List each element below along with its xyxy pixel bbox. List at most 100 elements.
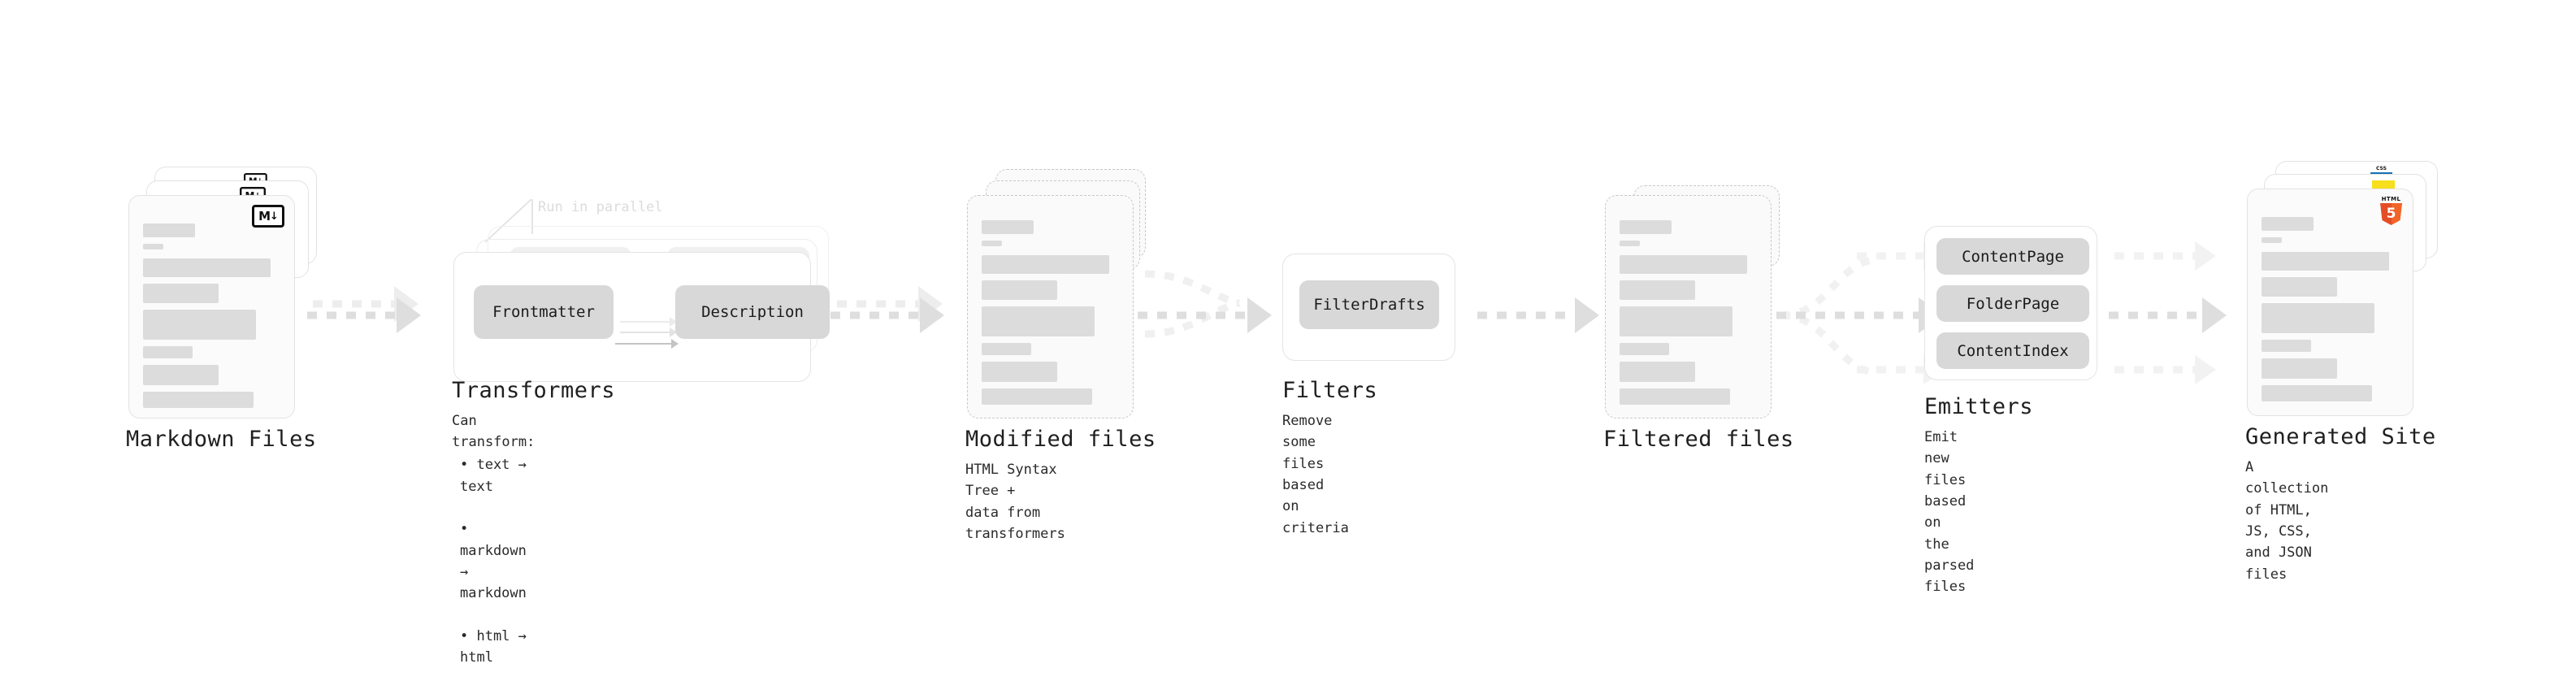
connector-arrow-markdown-to-transformers — [307, 297, 421, 333]
arrow-shaft — [307, 311, 397, 319]
generated-site-subtitle: A collection of HTML, JS, CSS, and JSON … — [2245, 459, 2329, 583]
md-arrow-down: ↓ — [270, 210, 279, 223]
pill-folder-page[interactable]: FolderPage — [1936, 285, 2089, 322]
content-bar — [143, 244, 163, 249]
arrow-head — [2202, 297, 2227, 333]
content-bar — [2262, 252, 2389, 271]
content-bar — [143, 392, 254, 408]
content-bar — [982, 388, 1092, 405]
arrow-shaft — [2114, 252, 2195, 260]
html5-icon: HTML 5 — [2379, 197, 2403, 225]
mini-arrow-frontmatter-to-description — [615, 338, 679, 349]
content-bar — [2262, 358, 2337, 379]
mini-arrow-head — [670, 317, 677, 327]
content-bar — [2262, 385, 2372, 401]
content-bar — [982, 220, 1034, 234]
content-bar — [982, 241, 1002, 246]
emitters-card[interactable]: ContentPage FolderPage ContentIndex — [1924, 226, 2097, 380]
content-bar — [2262, 217, 2314, 231]
connector-arrow-faintest — [2114, 241, 2216, 271]
content-bar — [982, 255, 1109, 274]
transformer-card[interactable]: Frontmatter Description — [453, 252, 830, 382]
content-bar — [2262, 340, 2311, 352]
modified-file-front — [967, 195, 1134, 419]
filters-subtitle: Remove some files based on criteria — [1282, 413, 1349, 536]
content-bar — [143, 223, 195, 237]
content-bar — [1620, 220, 1672, 234]
content-bar — [1620, 362, 1695, 382]
pill-filter-drafts[interactable]: FilterDrafts — [1299, 280, 1439, 329]
content-bar — [982, 362, 1057, 382]
content-bar — [1620, 306, 1733, 336]
generated-file-content — [2262, 217, 2400, 408]
pill-content-page[interactable]: ContentPage — [1936, 238, 2089, 275]
stage-title-transformers: Transformers — [452, 378, 616, 403]
arrow-shaft — [1857, 252, 1923, 260]
transformers-bullet-item: • text → text — [460, 457, 527, 495]
content-bar — [2262, 303, 2374, 333]
arrow-head — [920, 297, 944, 333]
stage-title-generated-site: Generated Site — [2245, 424, 2436, 449]
arrow-head — [1247, 297, 1272, 333]
html5-five: 5 — [2386, 206, 2396, 222]
arrow-head — [2195, 241, 2216, 271]
pill-description[interactable]: Description — [675, 285, 830, 339]
arrow-shaft — [837, 300, 918, 308]
filtered-file-content — [1620, 220, 1758, 411]
content-bar — [982, 280, 1057, 300]
stage-title-filtered-files: Filtered files — [1603, 427, 1794, 452]
arrow-shaft — [313, 300, 394, 308]
connector-arrow-filtered-to-emitters — [1776, 297, 1943, 333]
modified-file-content — [982, 220, 1120, 411]
mini-arrow-faint — [620, 316, 677, 327]
connector-arrow-filters-to-filtered — [1477, 297, 1599, 333]
filters-card[interactable]: FilterDrafts — [1282, 254, 1455, 361]
mini-arrow-shaft — [615, 343, 672, 345]
content-bar — [143, 284, 219, 303]
markdown-file-front: M↓ — [128, 195, 295, 419]
modified-files-subtitle: HTML Syntax Tree + data from transformer… — [965, 462, 1065, 543]
content-bar — [1620, 343, 1669, 355]
pill-content-index[interactable]: ContentIndex — [1936, 332, 2089, 369]
mini-arrow-faint — [620, 327, 677, 338]
content-bar — [143, 310, 256, 340]
content-bar — [982, 343, 1031, 355]
run-in-parallel-note: Run in parallel — [538, 199, 663, 215]
pill-frontmatter[interactable]: Frontmatter — [474, 285, 614, 339]
arrow-shaft — [2109, 311, 2202, 319]
content-bar — [2262, 277, 2337, 297]
emitters-subtitle: Emit new files based on the parsed files — [1924, 429, 1975, 596]
arrow-shaft — [2114, 366, 2195, 374]
content-bar — [143, 258, 271, 277]
content-bar — [143, 365, 219, 385]
stage-title-modified-files: Modified files — [965, 427, 1156, 452]
connector-arrow-faintest — [2114, 354, 2216, 385]
markdown-icon: M↓ — [252, 205, 284, 228]
arrow-shaft — [1776, 311, 1919, 319]
content-bar — [143, 346, 193, 358]
md-letter-m: M — [258, 208, 271, 223]
content-bar — [1620, 280, 1695, 300]
transformers-bullet-item: • html → html — [460, 628, 527, 666]
content-bar — [1620, 241, 1640, 246]
mini-arrow-shaft — [620, 332, 670, 333]
connector-arrow-modified-to-filters — [1138, 297, 1272, 333]
arrow-head — [2195, 355, 2216, 384]
connector-arrow-transformers-to-modified — [830, 297, 944, 333]
content-bar — [2262, 237, 2282, 243]
filtered-file-front — [1605, 195, 1772, 419]
arrow-head — [397, 297, 421, 333]
content-bar — [1620, 388, 1730, 405]
markdown-file-content — [143, 223, 281, 414]
stage-title-emitters: Emitters — [1924, 394, 2034, 419]
mini-arrow-head — [670, 327, 677, 337]
arrow-shaft — [830, 311, 920, 319]
generated-file-front: HTML 5 — [2247, 189, 2413, 416]
arrow-shaft — [1138, 311, 1247, 319]
css-label: CSS — [2376, 166, 2387, 171]
content-bar — [982, 306, 1095, 336]
stage-title-markdown-files: Markdown Files — [126, 427, 317, 452]
connector-arrow-emitters-to-site — [2109, 297, 2227, 333]
transformers-bullet-item: • markdown → markdown — [460, 521, 527, 602]
